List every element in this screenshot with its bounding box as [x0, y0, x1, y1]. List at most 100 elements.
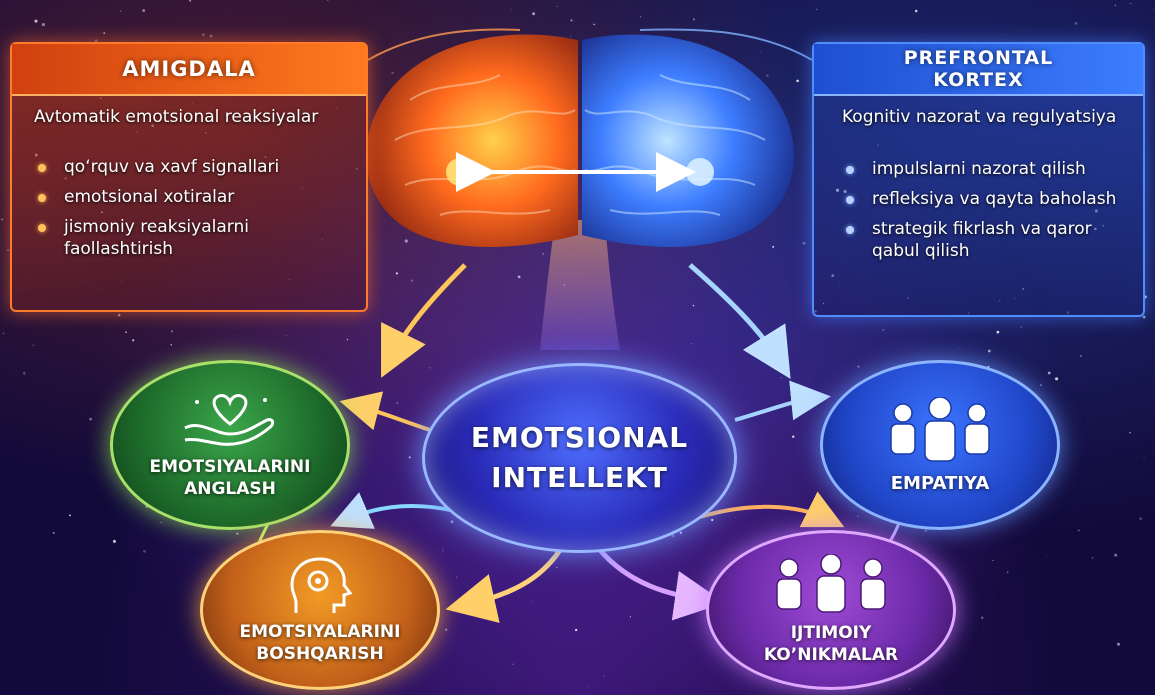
amigdala-list: qo‘rquv va xavf signallari emotsional xo… — [34, 156, 358, 268]
star — [442, 551, 444, 553]
star — [765, 73, 769, 78]
star — [32, 344, 35, 347]
star — [392, 483, 394, 485]
star — [1079, 354, 1082, 357]
star — [1039, 384, 1042, 387]
star — [755, 5, 757, 6]
bullet-icon — [846, 166, 854, 174]
star — [914, 9, 918, 13]
star — [711, 518, 714, 522]
star — [2, 332, 5, 335]
amigdala-panel: AMIGDALA Avtomatik emotsional reaksiyala… — [10, 42, 368, 312]
node-emotional-intelligence: EMOTSIONAL INTELLEKT — [422, 363, 737, 553]
star — [94, 39, 98, 43]
star — [802, 241, 806, 245]
star — [236, 532, 239, 535]
node-emotion-management: EMOTSIYALARINI BOSHQARISH — [200, 530, 440, 690]
star — [531, 601, 533, 603]
list-item: jismoniy reaksiyalarni faollashtirish — [34, 216, 358, 260]
star — [450, 520, 454, 524]
star — [170, 344, 172, 346]
bullet-icon — [846, 196, 854, 204]
star — [517, 275, 521, 279]
heart-hand-icon — [184, 394, 275, 446]
star — [882, 329, 885, 331]
bullet-icon — [38, 164, 46, 172]
star — [958, 347, 960, 349]
star — [692, 304, 695, 307]
star — [570, 19, 573, 22]
arrow-to-empathy — [688, 263, 791, 379]
star — [395, 272, 398, 275]
star — [7, 249, 10, 252]
bullet-icon — [38, 224, 46, 232]
list-item: emotsional xotiralar — [34, 186, 358, 208]
star — [404, 239, 408, 243]
star — [593, 23, 596, 26]
prefrontal-subtitle: Kognitiv nazorat va regulyatsiya — [842, 107, 1117, 127]
star — [405, 242, 407, 244]
list-item: qo‘rquv va xavf signallari — [34, 156, 358, 178]
prefrontal-list: impulslarni nazorat qilish refleksiya va… — [842, 158, 1135, 270]
star — [326, 0, 329, 1]
star — [1143, 457, 1145, 459]
list-item: strategik fikrlash va qaror qabul qilish — [842, 218, 1135, 262]
star — [1091, 556, 1094, 559]
star — [575, 628, 578, 632]
star — [22, 371, 26, 375]
people-icon — [776, 554, 886, 613]
star — [734, 516, 736, 518]
star — [1047, 371, 1051, 375]
star — [996, 330, 1000, 334]
star — [639, 15, 642, 18]
star — [1, 218, 3, 221]
star — [1077, 529, 1080, 532]
node-emotion-understanding: EMOTSIYALARINI ANGLASH — [110, 360, 350, 530]
star — [980, 616, 984, 620]
star — [120, 10, 122, 12]
star — [1114, 4, 1117, 7]
amigdala-subtitle: Avtomatik emotsional reaksiyalar — [34, 107, 319, 127]
star — [188, 0, 192, 2]
star — [1142, 315, 1146, 319]
star — [692, 18, 695, 21]
star — [201, 33, 206, 37]
list-item: refleksiya va qayta baholash — [842, 188, 1135, 210]
star — [112, 539, 116, 543]
amigdala-title: AMIGDALA — [12, 44, 366, 96]
star — [396, 402, 399, 404]
star — [792, 435, 795, 438]
star — [117, 313, 121, 317]
star — [1130, 3, 1132, 5]
star — [629, 616, 632, 618]
star — [442, 549, 444, 551]
star — [1055, 377, 1059, 381]
star — [556, 5, 558, 8]
star — [510, 9, 512, 11]
bullet-icon — [846, 226, 854, 234]
star — [857, 515, 859, 517]
arrow-to-understanding — [381, 263, 467, 378]
star — [816, 8, 818, 10]
star — [556, 566, 558, 568]
star — [532, 12, 536, 16]
star — [410, 279, 413, 282]
star — [512, 663, 514, 665]
star — [209, 34, 213, 38]
star — [679, 531, 683, 534]
star — [992, 560, 994, 562]
star — [1139, 517, 1143, 521]
star — [1074, 22, 1078, 25]
bullet-icon — [38, 194, 46, 202]
star — [1046, 556, 1048, 557]
star — [587, 686, 589, 687]
star — [1117, 642, 1120, 646]
star — [857, 365, 860, 368]
star — [103, 32, 106, 34]
star — [796, 79, 799, 83]
brain-illustration — [366, 34, 794, 350]
star — [671, 534, 675, 538]
star — [1153, 9, 1154, 11]
star — [408, 456, 411, 459]
star — [167, 675, 169, 677]
